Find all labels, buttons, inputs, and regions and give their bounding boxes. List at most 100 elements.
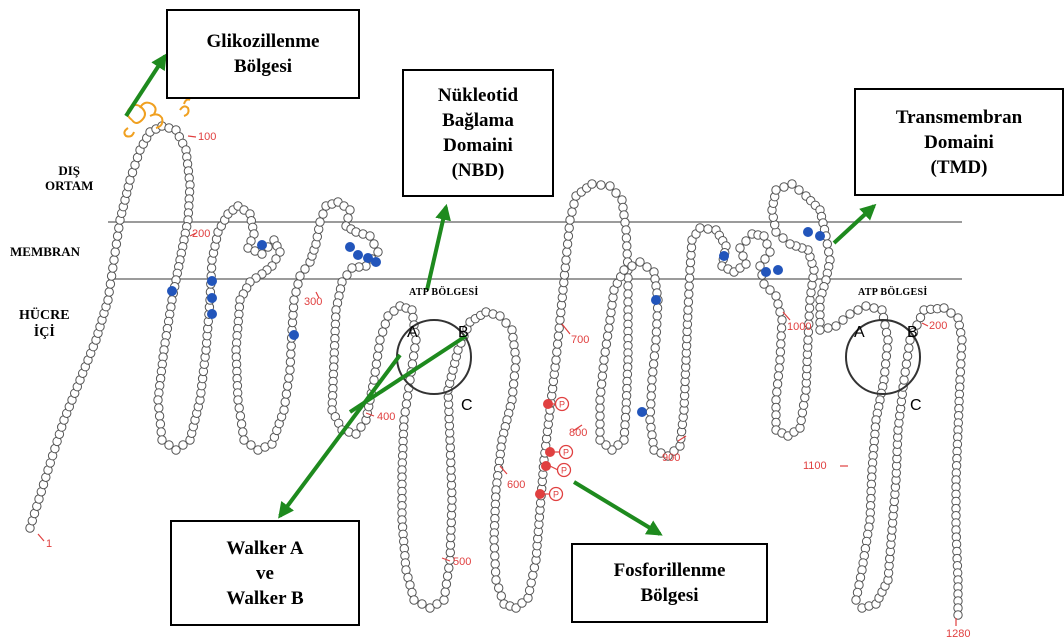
- outside-label-line-1: DIŞ: [45, 163, 93, 178]
- residue: [739, 252, 747, 260]
- residue: [832, 322, 840, 330]
- residue: [285, 374, 293, 382]
- residue: [797, 416, 805, 424]
- residue: [207, 264, 215, 272]
- motif-b-label-2: B: [907, 324, 918, 342]
- nbd-line-2: Bağlama: [442, 108, 514, 133]
- residue: [236, 412, 244, 420]
- residue: [777, 332, 785, 340]
- residue: [796, 424, 804, 432]
- residue: [805, 304, 813, 312]
- residue: [903, 352, 911, 360]
- inside-label-line-2: İÇİ: [19, 324, 70, 341]
- residue: [858, 566, 866, 574]
- highlighted-residue: [207, 276, 217, 286]
- highlighted-residue: [773, 265, 783, 275]
- residue-number-800: 800: [569, 427, 587, 439]
- residue: [684, 298, 692, 306]
- residue: [763, 240, 771, 248]
- phosphorylation-line-1: Fosforillenme: [614, 558, 726, 583]
- nbd-line-3: Domaini: [443, 133, 513, 158]
- residue: [490, 536, 498, 544]
- residue-number-200: 200: [192, 228, 210, 240]
- residue: [554, 332, 562, 340]
- residue: [376, 336, 384, 344]
- residue: [775, 364, 783, 372]
- glycosylation-line-2: Bölgesi: [234, 54, 292, 79]
- residue: [258, 250, 266, 258]
- walker-line-2: ve: [256, 561, 274, 586]
- residue: [287, 342, 295, 350]
- residue: [696, 224, 704, 232]
- residue: [622, 226, 630, 234]
- residue: [440, 596, 448, 604]
- residue: [155, 404, 163, 412]
- residue: [565, 224, 573, 232]
- residue: [527, 579, 535, 587]
- residue: [502, 319, 510, 327]
- residue: [109, 264, 117, 272]
- arrow-tmd: [834, 206, 874, 243]
- residue: [956, 368, 964, 376]
- residue: [111, 248, 119, 256]
- residue: [823, 240, 831, 248]
- residue: [401, 408, 409, 416]
- residue: [603, 332, 611, 340]
- residue: [281, 398, 289, 406]
- residue: [805, 312, 813, 320]
- residue: [287, 350, 295, 358]
- highlighted-residue: [637, 407, 647, 417]
- atp-site-label-1: ATP BÖLGESİ: [409, 287, 479, 298]
- residue-number-600: 600: [507, 479, 525, 491]
- residue: [529, 571, 537, 579]
- residue: [511, 364, 519, 372]
- residue: [957, 360, 965, 368]
- residue: [445, 564, 453, 572]
- residue: [379, 328, 387, 336]
- residue: [105, 288, 113, 296]
- residue: [780, 183, 788, 191]
- residue: [372, 360, 380, 368]
- residue: [410, 596, 418, 604]
- residue: [403, 392, 411, 400]
- residue-number-1000: 1000: [787, 321, 811, 333]
- residue: [623, 242, 631, 250]
- residue: [647, 384, 655, 392]
- highlighted-residue: [345, 242, 355, 252]
- outside-region-label: DIŞ ORTAM: [45, 163, 93, 193]
- residue: [957, 352, 965, 360]
- glycosylation-callout: Glikozillenme Bölgesi: [166, 9, 360, 99]
- residue: [596, 404, 604, 412]
- residue: [882, 328, 890, 336]
- inside-region-label: HÜCRE İÇİ: [19, 307, 70, 341]
- residue: [381, 320, 389, 328]
- residue: [954, 611, 962, 619]
- residue: [154, 396, 162, 404]
- residue: [684, 306, 692, 314]
- residue: [568, 208, 576, 216]
- residue: [512, 356, 520, 364]
- residue: [653, 320, 661, 328]
- residue: [774, 372, 782, 380]
- residue: [239, 428, 247, 436]
- residue: [286, 358, 294, 366]
- residue: [599, 364, 607, 372]
- residue: [234, 396, 242, 404]
- residue: [107, 272, 115, 280]
- residue: [156, 420, 164, 428]
- residue: [319, 210, 327, 218]
- phosphorylated-residue: [545, 447, 555, 457]
- residue: [374, 248, 382, 256]
- inside-label-line-1: HÜCRE: [19, 307, 70, 324]
- residue: [652, 336, 660, 344]
- tmd-callout: Transmembran Domaini (TMD): [854, 88, 1064, 196]
- highlighted-residue: [257, 240, 267, 250]
- residue: [602, 340, 610, 348]
- residue: [624, 282, 632, 290]
- motif-a-label-2: A: [854, 324, 865, 342]
- residue: [862, 302, 870, 310]
- residue: [495, 584, 503, 592]
- residue: [824, 324, 832, 332]
- residue: [596, 428, 604, 436]
- residue: [853, 588, 861, 596]
